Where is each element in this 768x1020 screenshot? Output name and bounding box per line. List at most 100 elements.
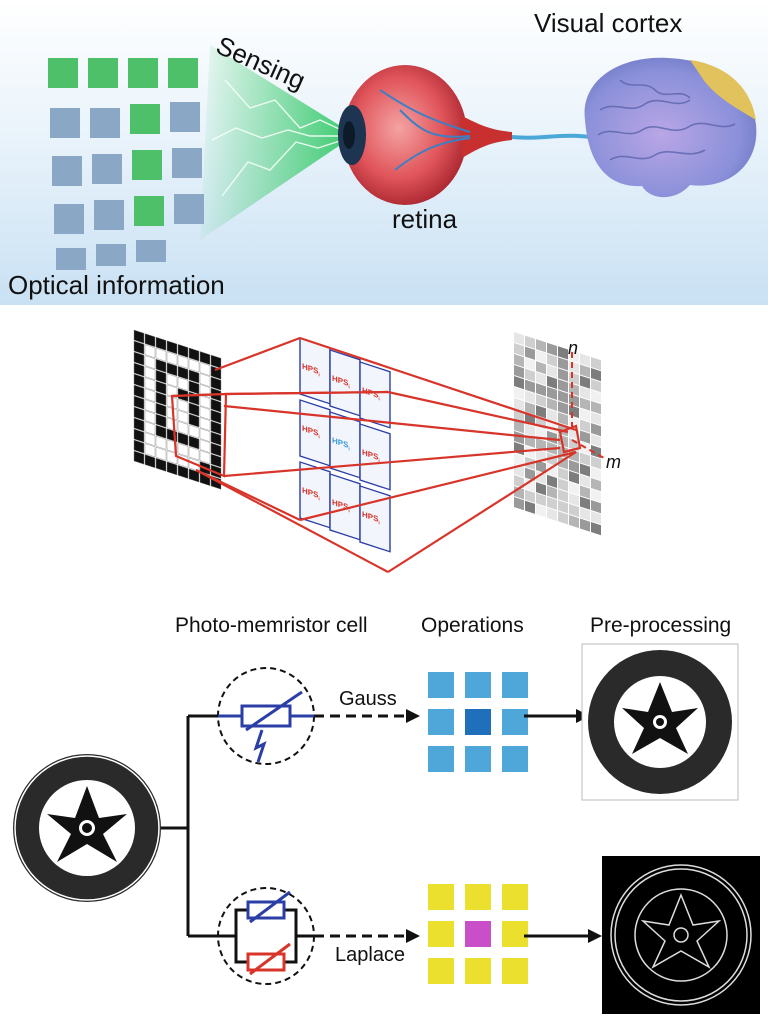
feature-pixel bbox=[536, 361, 546, 375]
feature-pixel bbox=[514, 464, 524, 478]
binary-pixel bbox=[177, 410, 189, 424]
feature-pixel bbox=[547, 430, 557, 444]
feature-pixel bbox=[536, 504, 546, 518]
binary-pixel bbox=[155, 391, 167, 406]
branch-lines bbox=[161, 714, 240, 938]
feature-pixel bbox=[525, 445, 535, 459]
hps-cell-subscript: i bbox=[318, 372, 320, 378]
binary-pixel bbox=[133, 351, 145, 366]
binary-pixel bbox=[133, 406, 145, 421]
feature-pixel bbox=[514, 420, 524, 434]
hps-cell-frame bbox=[329, 349, 361, 417]
feature-pixel bbox=[514, 497, 524, 511]
kernel-cell bbox=[465, 709, 491, 735]
feature-pixel bbox=[591, 434, 601, 448]
feature-pixel bbox=[525, 423, 535, 437]
hps-cell-label: HPSi bbox=[302, 362, 320, 379]
binary-pixel bbox=[133, 384, 145, 399]
binary-pixel bbox=[133, 362, 145, 377]
hps-cell-label: HPSi bbox=[362, 510, 380, 527]
feature-pixel bbox=[536, 416, 546, 430]
binary-pixel bbox=[133, 417, 145, 432]
binary-pixel bbox=[166, 340, 178, 355]
binary-pixel bbox=[199, 417, 211, 431]
binary-pixel bbox=[144, 432, 156, 447]
feature-pixel bbox=[558, 401, 568, 415]
feature-pixel bbox=[580, 386, 590, 400]
feature-pixel bbox=[569, 448, 579, 463]
feature-pixel bbox=[525, 467, 535, 481]
binary-pixel bbox=[188, 424, 200, 439]
feature-pixel bbox=[558, 346, 568, 360]
axis-n-label: n bbox=[568, 338, 579, 358]
binary-pixel bbox=[210, 387, 222, 402]
kernel-cell bbox=[502, 958, 528, 984]
binary-pixel bbox=[144, 454, 156, 469]
feature-pixel bbox=[536, 394, 546, 408]
binary-pixel bbox=[210, 409, 222, 424]
gauss-label: Gauss bbox=[337, 688, 399, 711]
feature-pixel bbox=[536, 372, 546, 386]
binary-pixel bbox=[210, 420, 222, 435]
binary-pixel bbox=[177, 355, 189, 369]
feature-pixel bbox=[591, 379, 601, 393]
feature-pixel bbox=[547, 364, 557, 378]
hps-cell: HPSi bbox=[329, 349, 361, 417]
binary-pixel bbox=[155, 358, 167, 373]
binary-pixel bbox=[177, 399, 189, 413]
binary-pixel bbox=[199, 428, 211, 442]
hps-cell-subscript: i bbox=[348, 446, 350, 452]
binary-pixel bbox=[133, 373, 145, 388]
feature-pixel bbox=[558, 412, 568, 426]
binary-pixel bbox=[155, 435, 167, 450]
operations-header: Operations bbox=[421, 614, 524, 637]
feature-map-grid bbox=[514, 332, 601, 536]
feature-pixel bbox=[580, 474, 590, 488]
feature-pixel bbox=[569, 415, 579, 430]
feature-pixel bbox=[569, 492, 579, 507]
feature-pixel bbox=[547, 386, 557, 400]
hps-cell: HPSi bbox=[299, 337, 331, 405]
retina-label: retina bbox=[392, 204, 458, 234]
feature-pixel bbox=[536, 339, 546, 353]
hps-cell-frame bbox=[299, 461, 331, 529]
kernel-cell bbox=[428, 746, 454, 772]
hps-cell: HPSi bbox=[299, 399, 331, 467]
feature-pixel bbox=[558, 368, 568, 382]
binary-pixel bbox=[210, 453, 222, 468]
dashed-arrows bbox=[314, 714, 408, 938]
binary-pixel bbox=[133, 340, 145, 355]
feature-pixel bbox=[569, 426, 579, 441]
feature-pixel bbox=[591, 456, 601, 470]
binary-image-grid bbox=[133, 329, 222, 490]
light-beam bbox=[200, 45, 355, 240]
feature-pixel bbox=[525, 412, 535, 426]
kernel-cell bbox=[428, 958, 454, 984]
biological-vision-panel: Sensing Visual cortex retina Optical inf… bbox=[0, 0, 768, 305]
feature-pixel bbox=[558, 434, 568, 448]
laplace-result-frame bbox=[602, 856, 760, 1014]
feature-pixel bbox=[558, 379, 568, 393]
projection-lines bbox=[170, 336, 582, 573]
feature-pixel bbox=[591, 423, 601, 437]
binary-pixel bbox=[144, 421, 156, 436]
cas-logo-laplace bbox=[610, 864, 752, 1006]
binary-pixel bbox=[199, 373, 211, 387]
hps-cell: HPSi bbox=[359, 361, 391, 429]
feature-pixel bbox=[591, 500, 601, 514]
feature-pixel bbox=[569, 360, 579, 375]
hps-cell: HPSi bbox=[359, 485, 391, 553]
binary-pixel bbox=[199, 395, 211, 409]
feature-pixel bbox=[580, 452, 590, 466]
photo-memristor-header: Photo-memristor cell bbox=[175, 614, 368, 637]
hps-cell-label: HPSi bbox=[362, 448, 380, 465]
cas-logo-gauss bbox=[588, 650, 732, 794]
feature-pixel bbox=[525, 390, 535, 404]
feature-pixel bbox=[536, 383, 546, 397]
binary-pixel bbox=[133, 329, 145, 344]
feature-pixel bbox=[591, 511, 601, 525]
arrow-head-icon bbox=[576, 709, 590, 723]
feature-pixel bbox=[580, 364, 590, 378]
binary-pixel bbox=[166, 417, 178, 432]
binary-pixel bbox=[166, 373, 178, 388]
